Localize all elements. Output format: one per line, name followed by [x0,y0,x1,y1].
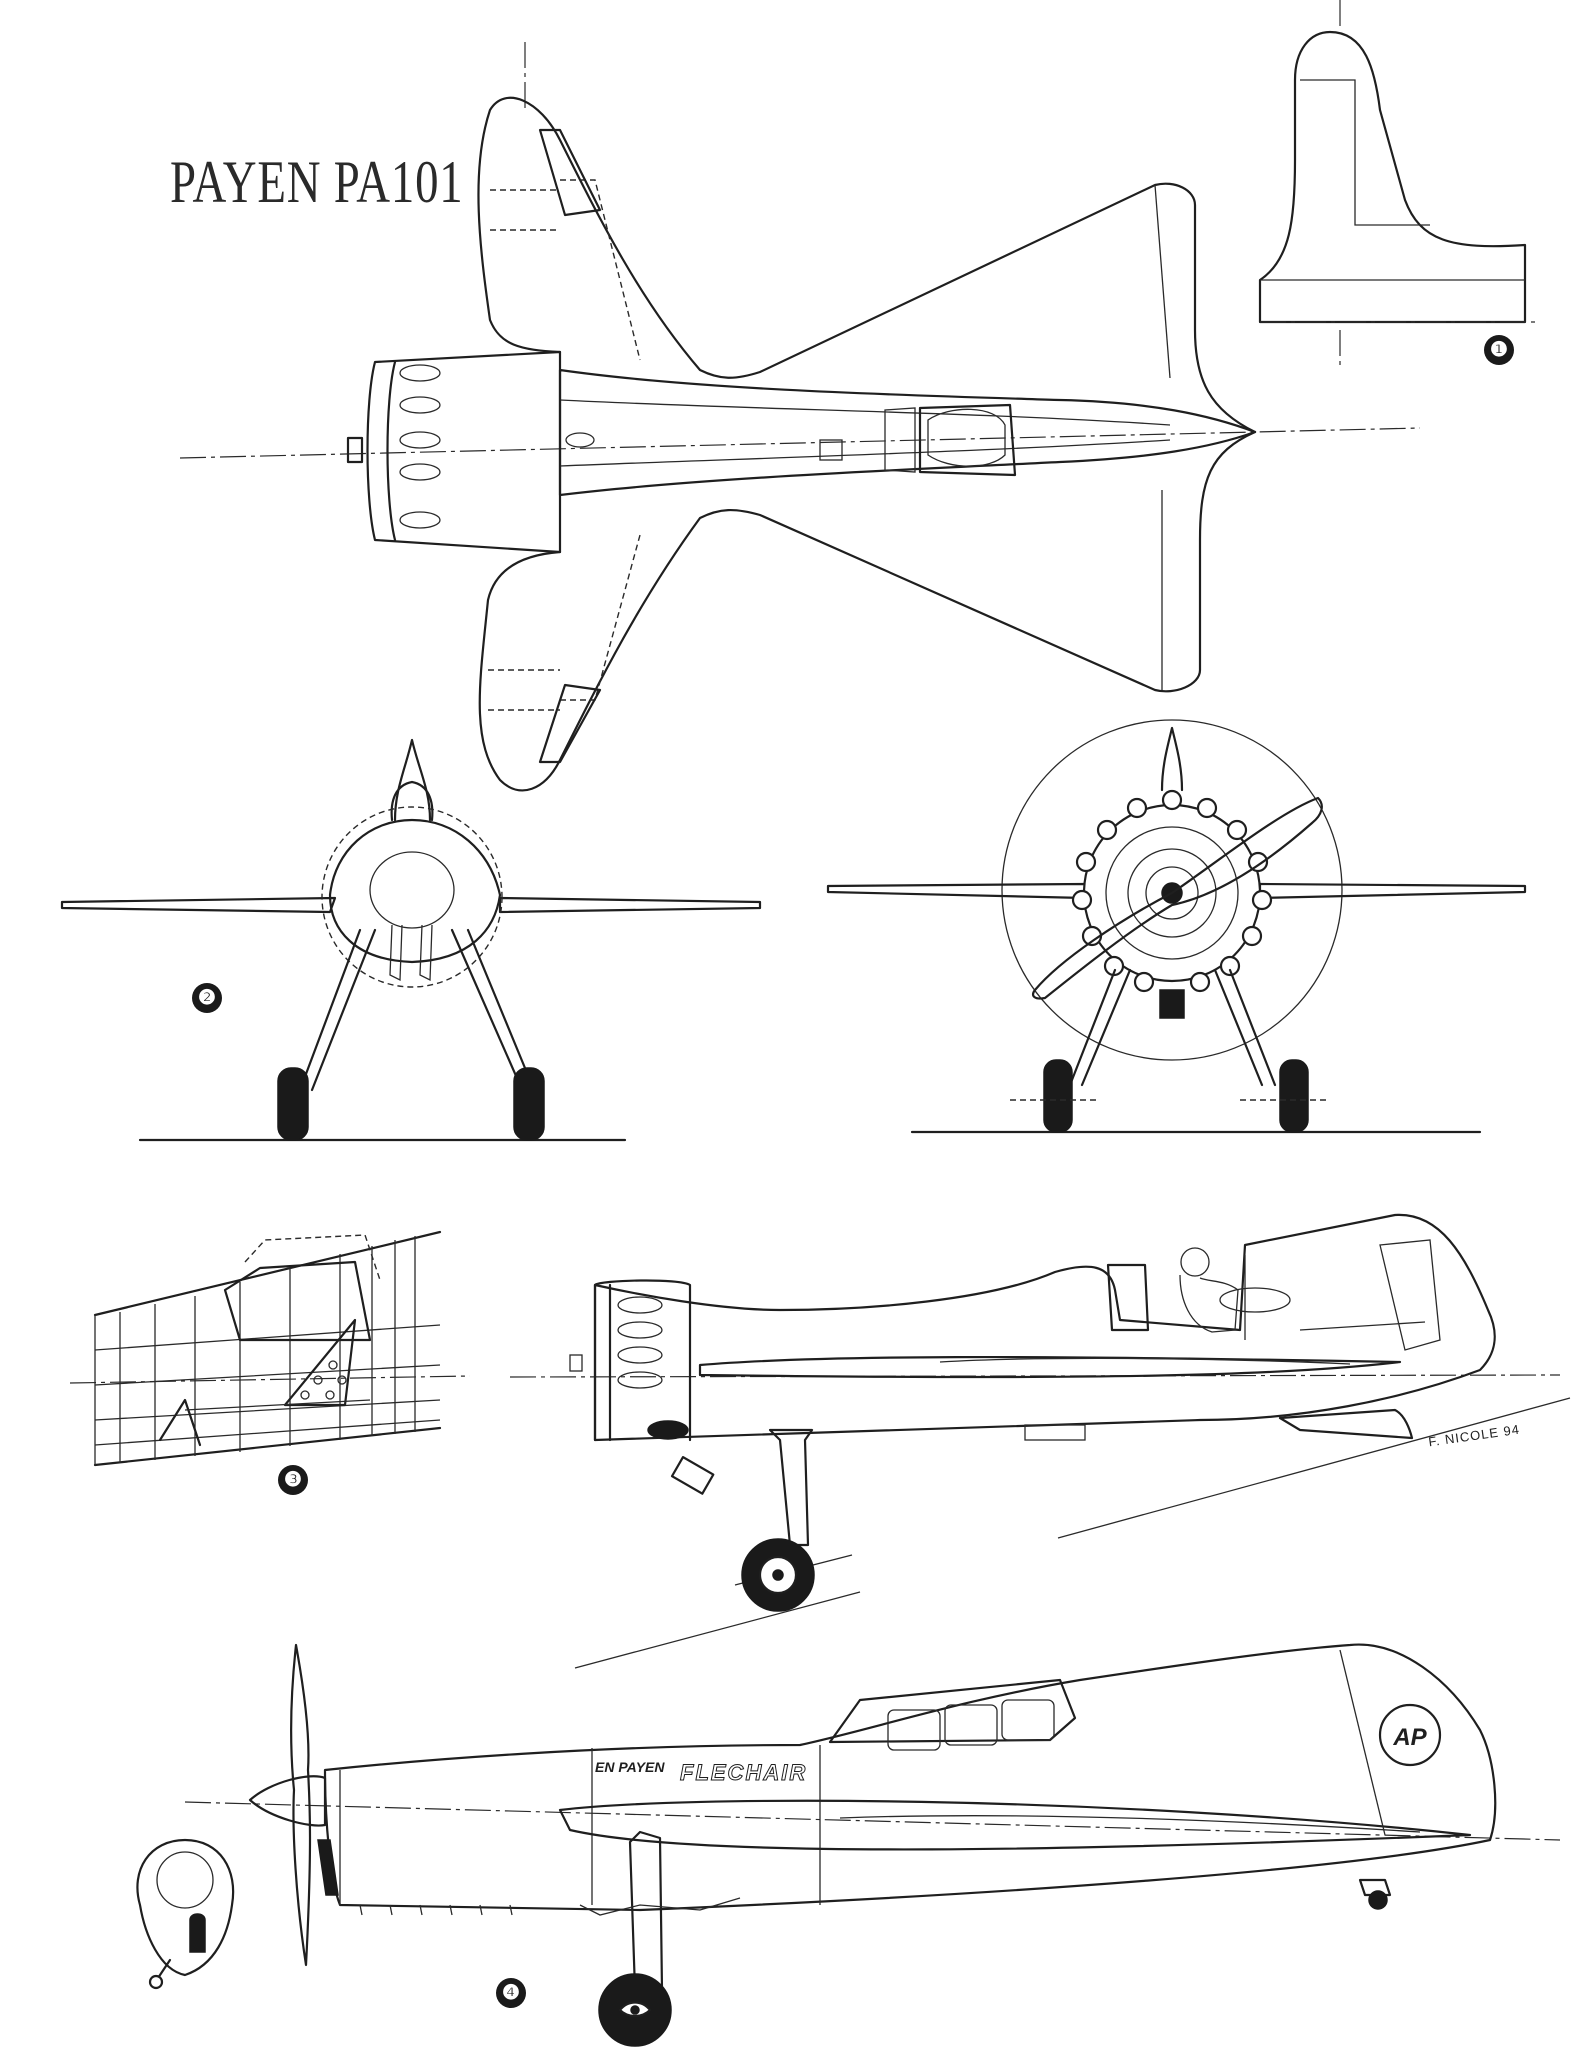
fuselage-lettering-large: FLECHAIR [680,1760,807,1785]
drawing-title: PAYEN PA101 [170,149,464,215]
fuselage-lettering-small: EN PAYEN [595,1759,665,1775]
view-marker-4: ❹ [496,1978,526,2008]
view-marker-3: ❸ [278,1465,308,1495]
view-marker-2: ❷ [192,983,222,1013]
view-marker-1: ❶ [1484,335,1514,365]
tail-roundel-lettering: AP [1392,1724,1427,1751]
engine-cylinders [1071,789,1273,993]
